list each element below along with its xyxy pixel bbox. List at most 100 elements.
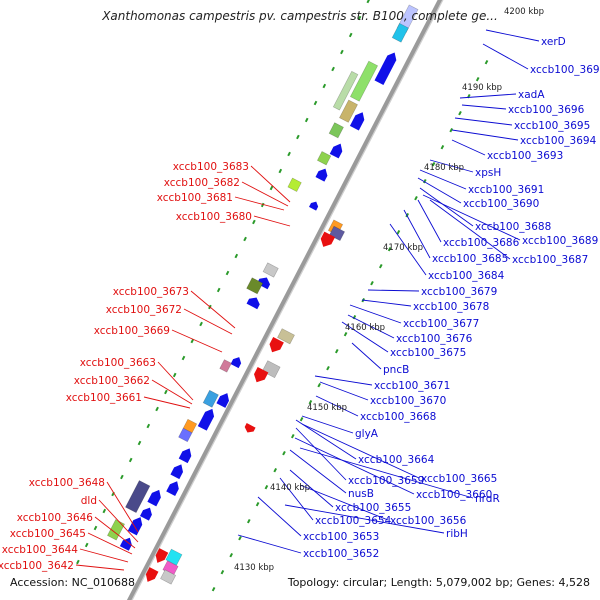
gc-dot — [352, 314, 357, 320]
forward-gene-label[interactable]: nusB — [348, 488, 374, 500]
forward-label-leader — [461, 104, 507, 110]
reverse-gene-label[interactable]: xccb100_3648 — [29, 477, 105, 489]
reverse-label-leader — [171, 329, 223, 353]
reverse-gene-arrow — [254, 367, 269, 383]
reverse-gene-label[interactable]: xccb100_3682 — [164, 177, 240, 189]
kbp-tick-label: 4160 kbp — [345, 323, 385, 333]
forward-gene-label[interactable]: xccb100_3670 — [370, 395, 446, 407]
reverse-gene-label[interactable]: xccb100_3642 — [0, 560, 74, 572]
gene-block — [277, 328, 295, 345]
forward-gene-label[interactable]: xpsH — [475, 167, 501, 179]
reverse-gene-label[interactable]: xccb100_3663 — [80, 357, 156, 369]
forward-gene-arrow — [256, 277, 271, 290]
forward-gene-label[interactable]: xerD — [541, 36, 566, 48]
forward-gene-arrow — [197, 408, 215, 431]
forward-gene-label[interactable]: xccb100_3695 — [514, 120, 590, 132]
reverse-gene-label[interactable]: xccb100_3645 — [10, 528, 86, 540]
forward-label-leader — [295, 419, 357, 460]
gc-content-track — [76, 0, 489, 592]
forward-gene-label[interactable]: xccb100_3652 — [303, 548, 379, 560]
map-title: Xanthomonas campestris pv. campestris st… — [102, 9, 498, 23]
forward-gene-label[interactable]: xccb100_3693 — [487, 150, 563, 162]
forward-gene-label[interactable]: xccb100_3694 — [520, 135, 597, 147]
gc-dot — [440, 144, 445, 150]
forward-label-leader — [314, 375, 373, 386]
gene-block — [182, 418, 198, 434]
reverse-gene-label[interactable]: dld — [81, 495, 97, 507]
forward-label-leader — [361, 299, 412, 307]
forward-label-leader — [284, 504, 445, 534]
forward-gene-label[interactable]: xccb100_3684 — [428, 270, 505, 282]
forward-gene-label[interactable]: xccb100_3676 — [396, 333, 473, 345]
forward-gene-label[interactable]: xccb100_3679 — [421, 286, 497, 298]
reverse-gene-label[interactable]: xccb100_3681 — [157, 192, 233, 204]
forward-gene-label[interactable]: pncB — [383, 364, 409, 376]
reverse-gene-label[interactable]: xccb100_3646 — [17, 512, 94, 524]
gc-dot — [299, 416, 304, 422]
forward-label-leader — [417, 199, 442, 243]
forward-label-leader — [459, 93, 517, 99]
forward-gene-label[interactable]: xadA — [518, 89, 545, 101]
forward-gene-label[interactable]: xccb100_3691 — [468, 184, 544, 196]
gc-dot — [357, 15, 362, 21]
gene-block — [262, 262, 279, 278]
forward-label-leader — [429, 199, 511, 260]
reverse-label-leader — [75, 564, 125, 571]
forward-gene-label[interactable]: xccb100_3690 — [463, 198, 539, 210]
forward-gene-label[interactable]: ribH — [446, 528, 468, 540]
forward-label-leader — [301, 415, 354, 434]
forward-gene-label[interactable]: xccb100_3655 — [335, 502, 411, 514]
forward-gene-label[interactable]: xccb100_3698 — [530, 64, 600, 76]
gc-dot — [331, 66, 335, 72]
forward-gene-label[interactable]: xccb100_3660 — [416, 489, 492, 501]
forward-gene-label[interactable]: xccb100_3653 — [303, 531, 379, 543]
forward-gene-label[interactable]: nrdR — [475, 493, 500, 505]
forward-gene-label[interactable]: xccb100_3654 — [315, 515, 392, 527]
forward-gene-label[interactable]: xccb100_3665 — [421, 473, 497, 485]
reverse-gene-label[interactable]: xccb100_3673 — [113, 286, 189, 298]
gc-dot — [252, 219, 256, 225]
forward-gene-label[interactable]: xccb100_3678 — [413, 301, 489, 313]
kbp-tick-label: 4190 kbp — [462, 83, 502, 93]
reverse-gene-label[interactable]: xccb100_3644 — [2, 544, 79, 556]
gc-dot — [414, 195, 418, 201]
forward-gene-label[interactable]: xccb100_3689 — [522, 235, 598, 247]
forward-gene-label[interactable]: xccb100_3664 — [358, 454, 435, 466]
gc-dot — [348, 32, 353, 38]
forward-gene-label[interactable]: xccb100_3696 — [508, 104, 585, 116]
reverse-label-leader — [94, 516, 136, 549]
reverse-gene-label[interactable]: xccb100_3661 — [66, 392, 142, 404]
forward-gene-label[interactable]: xccb100_3671 — [374, 380, 450, 392]
reverse-gene-label[interactable]: xccb100_3683 — [173, 161, 249, 173]
gc-dot — [370, 280, 374, 286]
forward-label-leader — [289, 469, 334, 508]
forward-gene-label[interactable]: xccb100_3656 — [390, 515, 467, 527]
forward-gene-label[interactable]: xccb100_3677 — [403, 318, 479, 330]
label-leader-lines — [75, 29, 540, 571]
gc-dot — [264, 484, 269, 490]
reverse-gene-label[interactable]: xccb100_3662 — [74, 375, 150, 387]
forward-gene-label[interactable]: xccb100_3659 — [348, 475, 424, 487]
gc-dot — [137, 440, 142, 446]
reverse-label-leader — [157, 361, 194, 401]
reverse-gene-label[interactable]: xccb100_3680 — [176, 211, 252, 223]
forward-label-leader — [403, 209, 431, 259]
forward-label-leader — [419, 187, 474, 227]
reverse-label-leader — [143, 396, 191, 409]
forward-gene-label[interactable]: xccb100_3687 — [512, 254, 588, 266]
forward-gene-label[interactable]: xccb100_3688 — [475, 221, 551, 233]
forward-gene-arrow — [170, 464, 183, 480]
forward-gene-label[interactable]: glyA — [355, 428, 379, 440]
reverse-gene-label[interactable]: xccb100_3669 — [94, 325, 170, 337]
forward-gene-label[interactable]: xccb100_3686 — [443, 237, 520, 249]
reverse-gene-label[interactable]: xccb100_3672 — [106, 304, 182, 316]
gc-dot — [216, 287, 221, 293]
forward-label-leader — [451, 129, 519, 141]
gene-block — [165, 548, 183, 566]
forward-gene-label[interactable]: xccb100_3685 — [432, 253, 508, 265]
gc-dot — [273, 467, 278, 473]
forward-gene-label[interactable]: xccb100_3675 — [390, 347, 466, 359]
forward-gene-label[interactable]: xccb100_3668 — [360, 411, 436, 423]
gc-dot — [322, 83, 327, 89]
